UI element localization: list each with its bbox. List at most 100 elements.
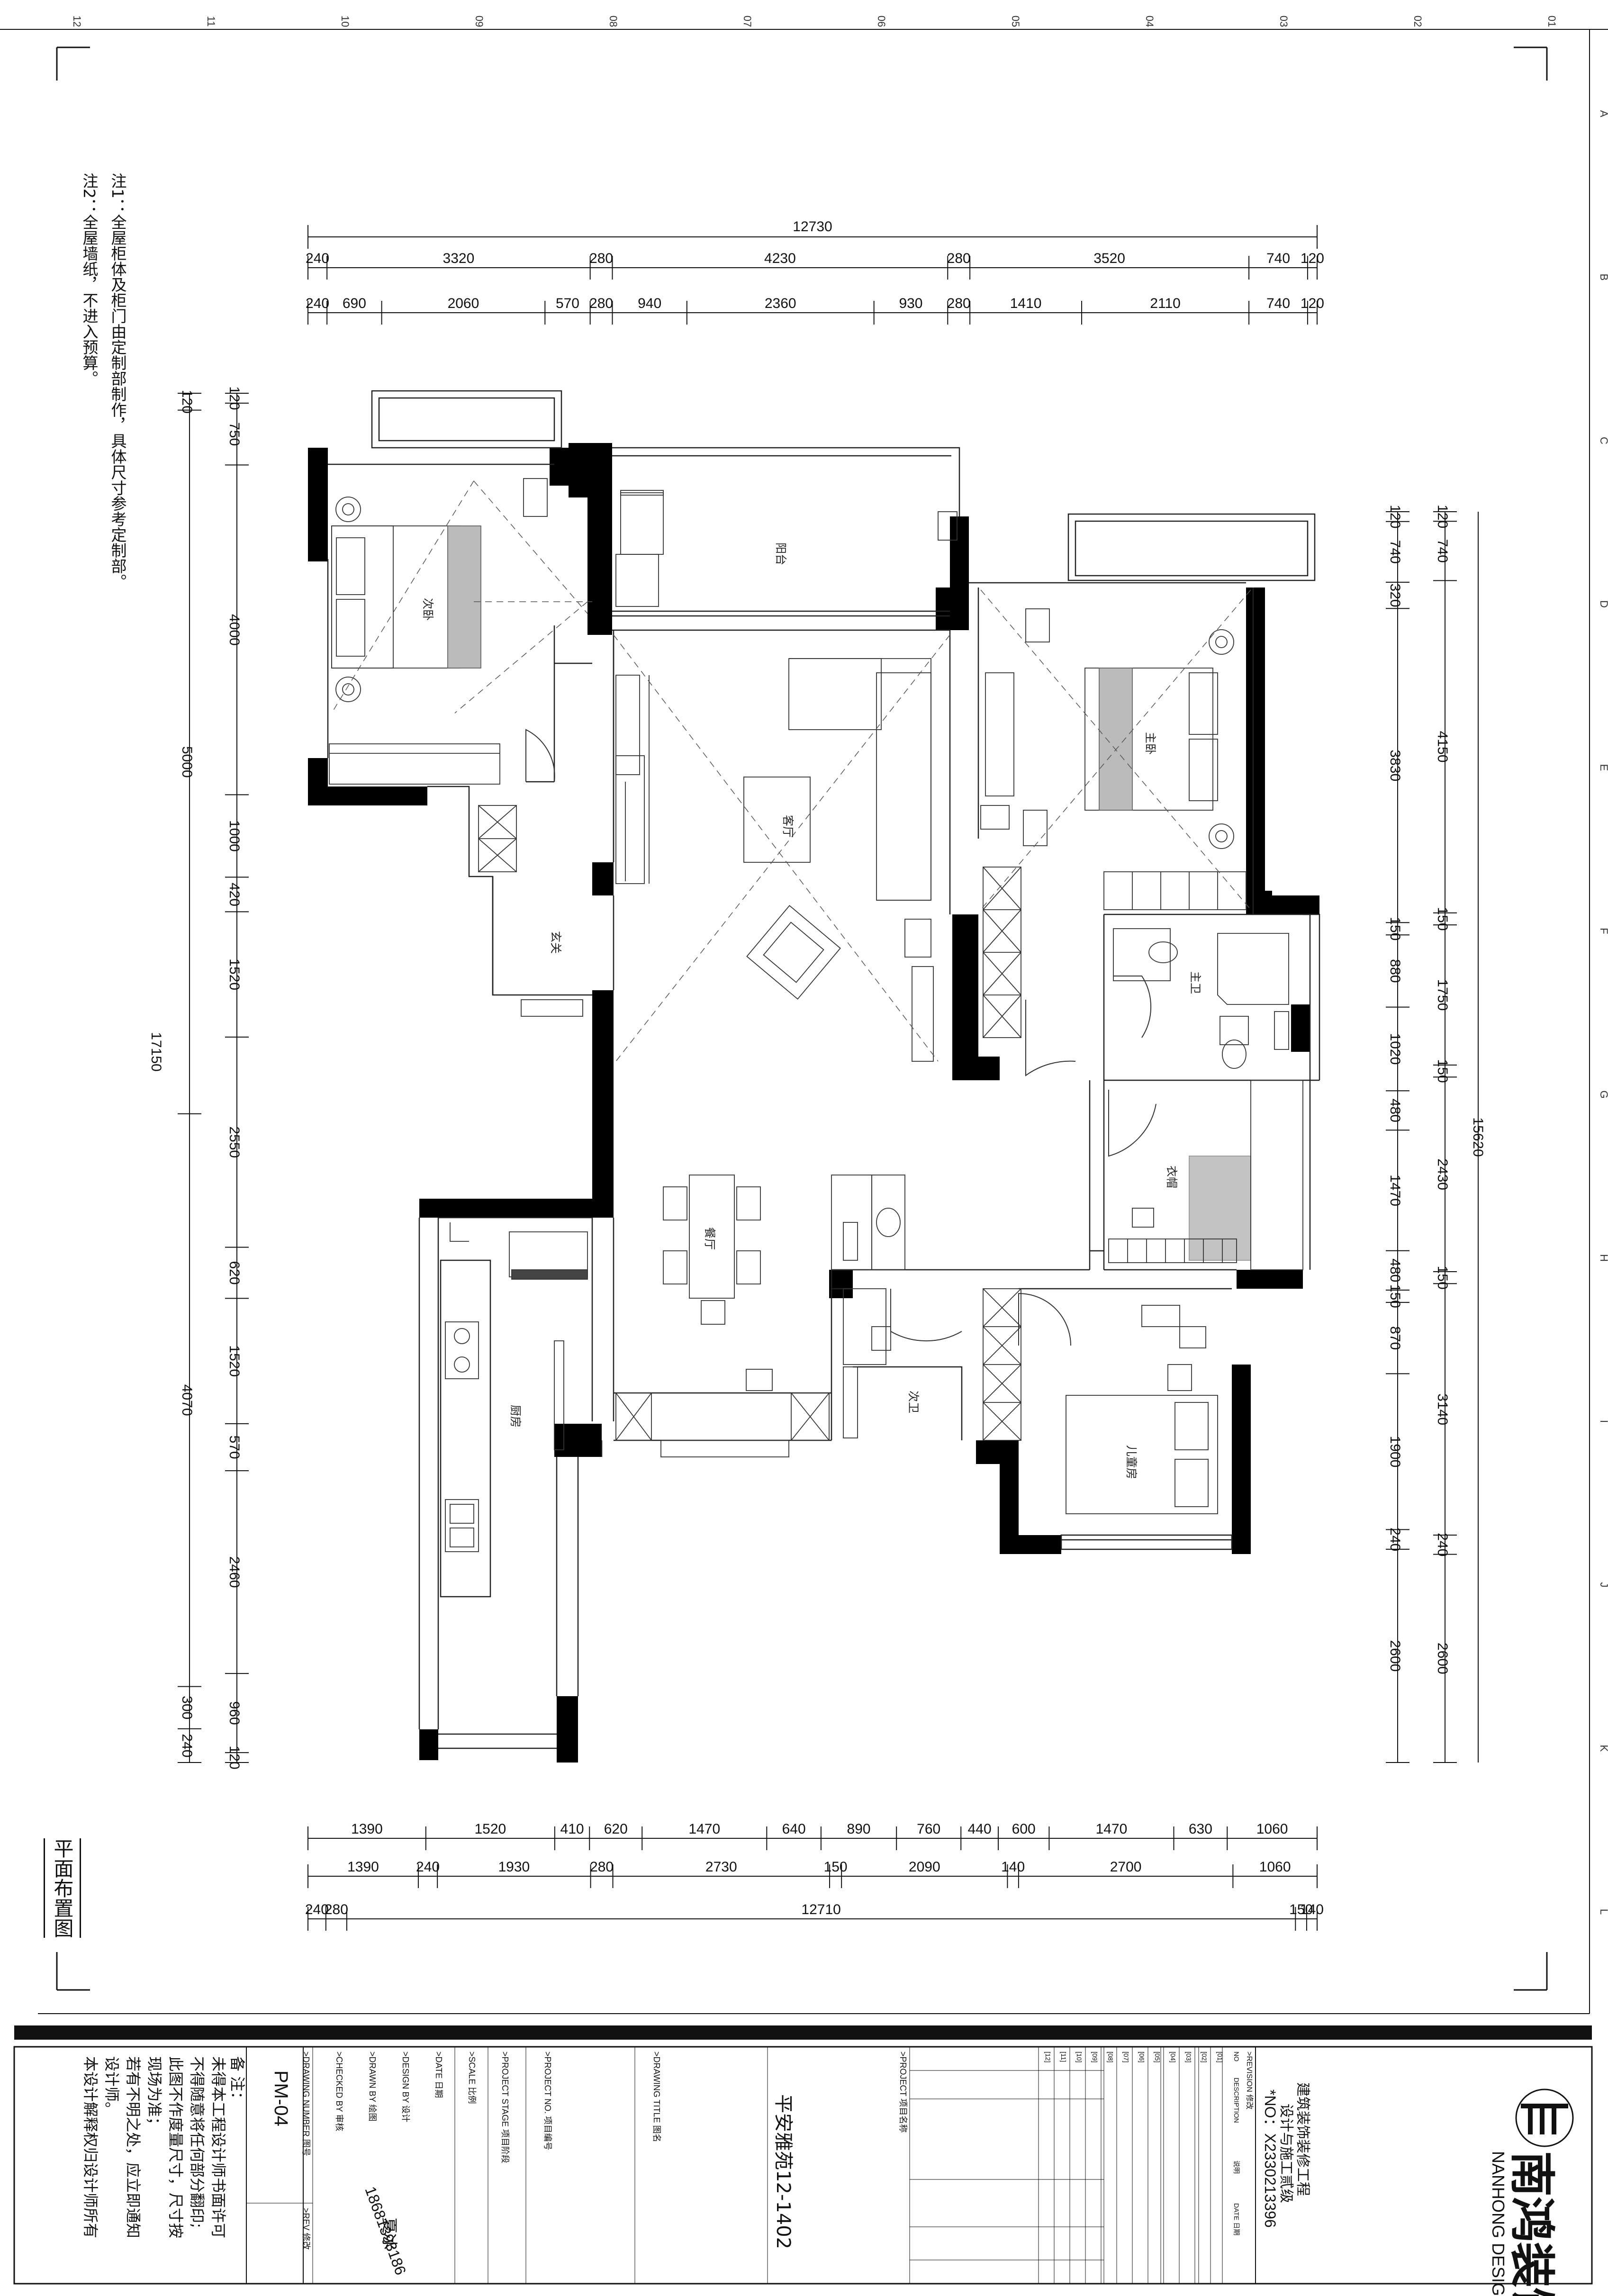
dim-top-r2-8: 280: [947, 296, 971, 311]
dim-right-outer-8: 3140: [1435, 1393, 1450, 1425]
dimension-lines: [189, 236, 1479, 1919]
revision-table: [01][02][03][04][05][06][07][08][09][10]…: [1038, 2047, 1224, 2284]
grid-col-11: 11: [205, 16, 217, 27]
grid-row-labels: ABCDEFGHIJKL: [1598, 110, 1608, 1915]
label-kitchen: 厨房: [509, 1405, 522, 1428]
dim-bot-r2-4: 2730: [705, 1859, 737, 1875]
dim-left-inner-4: 420: [226, 883, 242, 906]
dim-right-inner-9: 480: [1387, 1258, 1403, 1282]
dim-right-outer-0: 120: [1435, 505, 1450, 528]
dim-top-r1-6: 740: [1266, 251, 1290, 266]
project-name: 平安雅苑12-1402: [772, 2094, 794, 2249]
dim-bot-r3-3: 150: [1289, 1902, 1313, 1917]
dim-bot-r1-3: 620: [604, 1821, 628, 1837]
dimensions-right: 1207403203830150880102048014704801508701…: [1386, 505, 1486, 1763]
dim-left-total: 17150: [148, 1032, 164, 1071]
dim-bot-r1-5: 640: [782, 1821, 806, 1837]
rev-row-9: [10]: [1075, 2052, 1083, 2062]
dim-right-outer-4: 1750: [1435, 979, 1450, 1011]
grid-row-C: C: [1598, 437, 1608, 444]
dim-right-inner-3: 3830: [1387, 750, 1403, 781]
dim-top-r2-3: 570: [556, 296, 579, 311]
grid-row-K: K: [1598, 1745, 1608, 1752]
dim-bot-r1-10: 1470: [1096, 1821, 1128, 1837]
dim-bot-r1-0: 1390: [351, 1821, 383, 1837]
dim-right-outer-3: 150: [1435, 907, 1450, 931]
dim-bot-r2-7: 140: [1001, 1859, 1025, 1875]
dim-bot-r2-2: 1930: [498, 1859, 530, 1875]
door-swings: [525, 729, 1156, 1346]
svg-text:>DRAWING TITLE 图名: >DRAWING TITLE 图名: [652, 2052, 661, 2142]
svg-text:本设计解释权归设计师所有: 本设计解释权归设计师所有: [81, 2056, 99, 2238]
dim-bot-r2-5: 150: [824, 1859, 848, 1875]
note-1: 注1：全屋柜体及柜门由定制部制作，具体尺寸参考定制部。: [108, 173, 127, 589]
note-2: 注2：全屋墙纸，不进入预算。: [80, 173, 99, 386]
dim-right-outer-2: 4150: [1435, 731, 1450, 763]
dim-top-r2-5: 940: [638, 296, 661, 311]
rev-row-0: [01]: [1216, 2052, 1224, 2062]
dim-right-inner-13: 240: [1387, 1528, 1403, 1551]
grid-col-12: 12: [71, 16, 83, 27]
grid-col-04: 04: [1144, 16, 1156, 27]
svg-text:>DATE 日期: >DATE 日期: [434, 2052, 443, 2098]
rev-row-4: [05]: [1154, 2052, 1161, 2062]
svg-text:>SCALE 比例: >SCALE 比例: [467, 2052, 477, 2104]
plan-title: 平面布置图: [44, 1838, 81, 1938]
svg-text:此图不作度量尺寸，尺寸按: 此图不作度量尺寸，尺寸按: [167, 2056, 185, 2238]
dim-right-inner-7: 480: [1387, 1099, 1403, 1122]
dim-right-total: 15620: [1470, 1117, 1486, 1157]
dim-right-inner-10: 150: [1387, 1284, 1403, 1308]
label-storage: 衣帽: [1165, 1166, 1178, 1188]
dim-right-outer-7: 150: [1435, 1266, 1450, 1290]
label-second-bedroom: 次卧: [421, 598, 434, 621]
grid-row-I: I: [1598, 1420, 1608, 1423]
grid-col-07: 07: [741, 16, 753, 27]
svg-text:>DESIGN BY 设计: >DESIGN BY 设计: [401, 2052, 410, 2122]
dim-top-r2-7: 930: [899, 296, 922, 311]
title-block: [13, 2046, 1593, 2285]
dim-left-inner-11: 960: [226, 1701, 242, 1725]
dim-bot-r3-0: 240: [305, 1902, 329, 1917]
dim-left-inner-9: 570: [226, 1435, 242, 1459]
dimensions-left: 1205000407030024017150120750400010004201…: [148, 386, 249, 1770]
grid-col-06: 06: [876, 16, 887, 27]
label-second-bath: 次卫: [907, 1391, 920, 1413]
remarks-title: 备 注：: [228, 2056, 246, 2106]
dim-bot-r2-9: 1060: [1259, 1859, 1291, 1875]
dim-right-outer-9: 240: [1435, 1533, 1450, 1556]
rev-row-1: [02]: [1201, 2052, 1208, 2062]
rev-row-5: [06]: [1138, 2052, 1146, 2062]
grid-row-G: G: [1598, 1090, 1608, 1098]
sheet-frame: [0, 29, 1608, 2040]
dim-bot-r1-11: 630: [1189, 1821, 1212, 1837]
dim-bot-r1-7: 760: [917, 1821, 940, 1837]
svg-text:若有不明之处，应立即通知: 若有不明之处，应立即通知: [124, 2056, 142, 2238]
dim-left-outer-0: 120: [179, 390, 195, 414]
label-living-room: 客厅: [781, 815, 795, 838]
rev-row-7: [08]: [1107, 2052, 1114, 2062]
designer-name: 夏冰: [379, 2217, 398, 2250]
dim-right-outer-10: 2600: [1435, 1643, 1450, 1674]
svg-text:>REV 修改: >REV 修改: [301, 2208, 311, 2250]
dim-top-r2-0: 240: [306, 296, 329, 311]
dim-top-r2-4: 280: [589, 296, 613, 311]
svg-text:DESCRIPTION: DESCRIPTION: [1233, 2078, 1240, 2123]
license-no: *NO：X2330213396: [1262, 2089, 1279, 2228]
grid-row-B: B: [1598, 274, 1608, 281]
grid-row-F: F: [1598, 928, 1608, 934]
dim-right-outer-1: 740: [1435, 539, 1450, 563]
svg-text:不得随意将任何部分翻印;: 不得随意将任何部分翻印;: [188, 2056, 206, 2228]
rev-row-8: [09]: [1091, 2052, 1099, 2062]
dim-left-inner-12: 120: [226, 1746, 242, 1770]
dim-right-inner-4: 150: [1387, 917, 1403, 940]
dim-top-r2-1: 690: [343, 296, 366, 311]
dim-bot-r1-8: 440: [968, 1821, 992, 1837]
grid-col-10: 10: [339, 16, 351, 27]
dim-left-outer-3: 300: [179, 1696, 195, 1719]
bed-second-bedroom: [331, 525, 460, 669]
dim-top-r2-11: 740: [1266, 296, 1290, 311]
dim-right-inner-14: 2600: [1387, 1640, 1403, 1672]
company-name-en: NANHONG DESIGN: [1489, 2151, 1508, 2296]
